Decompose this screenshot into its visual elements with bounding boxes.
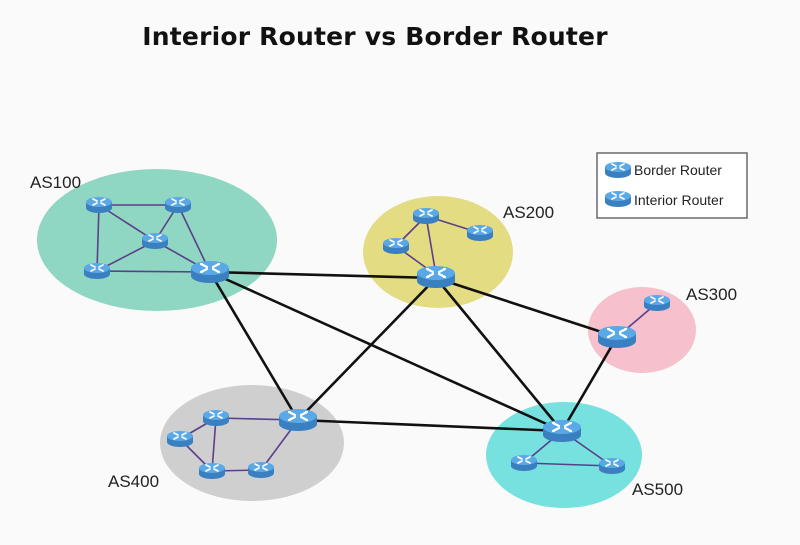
as300-region — [588, 287, 696, 373]
interior-router-icon — [466, 224, 494, 242]
legend-interior-label: Interior Router — [634, 192, 724, 208]
as500-label: AS500 — [632, 480, 683, 499]
interior-router-icon — [643, 294, 671, 312]
interior-router-icon — [604, 190, 632, 208]
interior-router-icon — [247, 461, 275, 479]
as500-region — [486, 402, 642, 508]
border-router-icon — [541, 418, 583, 444]
page-title: Interior Router vs Border Router — [142, 22, 608, 51]
border-links — [208, 270, 619, 433]
interior-router-icon — [382, 237, 410, 255]
link-as100-as400 — [208, 271, 300, 421]
legend: Border Router Interior Router — [596, 152, 748, 219]
as200-label: AS200 — [503, 203, 554, 222]
link-as200-as300 — [435, 276, 618, 339]
as100-label: AS100 — [30, 173, 81, 192]
link-as500-a-b — [523, 462, 613, 467]
border-router-icon — [596, 324, 638, 350]
interior-router-icon — [83, 262, 111, 280]
border-router-icon — [604, 161, 632, 179]
border-router-icon — [189, 259, 231, 285]
interior-router-icon — [198, 462, 226, 480]
border-router-icon — [277, 407, 319, 433]
interior-router-icon — [202, 409, 230, 427]
link-as200-as500 — [434, 277, 564, 432]
link-as100-as200 — [209, 270, 437, 280]
as200-region — [363, 196, 513, 308]
link-as300-as500 — [560, 336, 619, 432]
border-router-icon — [415, 264, 457, 290]
interior-router-icon — [141, 232, 169, 250]
as400-label: AS400 — [108, 472, 159, 491]
as300-label: AS300 — [686, 285, 737, 304]
interior-router-icon — [598, 457, 626, 475]
legend-border-label: Border Router — [634, 162, 722, 178]
interior-router-icon — [510, 454, 538, 472]
interior-router-icon — [164, 196, 192, 214]
link-as400-b-c — [211, 417, 217, 472]
link-as100-as500 — [209, 270, 563, 433]
interior-router-icon — [412, 207, 440, 225]
link-as400-as500 — [297, 418, 563, 433]
interior-router-icon — [166, 430, 194, 448]
link-as100-a-d — [96, 204, 100, 272]
link-as200-as400 — [297, 277, 437, 421]
interior-router-icon — [85, 196, 113, 214]
link-as200-a-border — [425, 215, 437, 276]
link-as100-b-border — [177, 204, 211, 273]
